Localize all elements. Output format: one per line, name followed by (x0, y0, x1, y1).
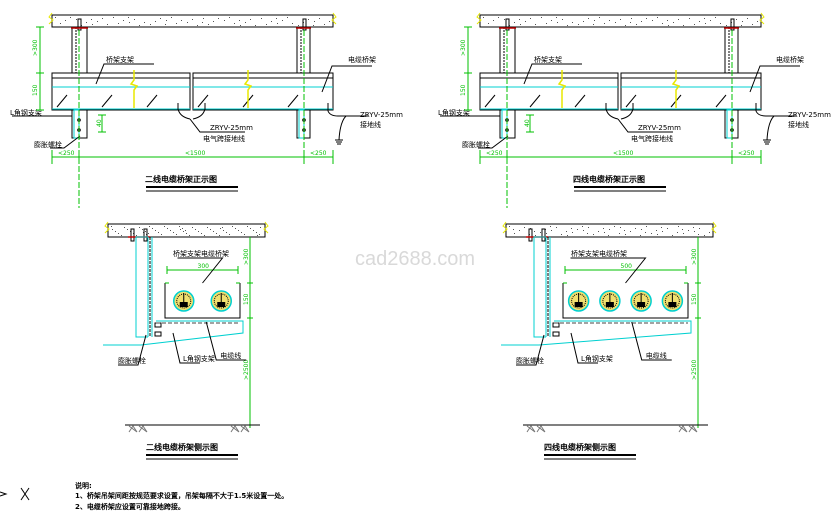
dim-mid: <1500 (613, 150, 633, 157)
bonding-wire (177, 103, 245, 133)
cable-tray-section (501, 282, 692, 346)
watermark: cad2688.com (355, 248, 475, 270)
dim-right: <250 (310, 150, 327, 157)
dim-tray: 150 (243, 293, 250, 305)
dim-left: <250 (486, 150, 503, 157)
view-title: 二线电缆桥架正示图 (145, 174, 217, 184)
label-tray: 电缆桥架 (776, 55, 804, 64)
view-title: 二线电缆桥架侧示图 (146, 442, 218, 452)
ground-spec: ZRYV-25mm (360, 111, 403, 119)
dim-floor: >2500 (243, 360, 250, 380)
concrete-slab (104, 221, 269, 238)
ground-symbol (327, 103, 348, 145)
cable (599, 290, 621, 312)
label-angle: L角钢支架 (581, 354, 613, 363)
ground-label: 接地线 (788, 120, 809, 129)
note-1: 1、桥架吊架间距按规范要求设置，吊架每隔不大于1.5米设置一处。 (75, 491, 288, 500)
dim-height: >300 (32, 39, 39, 56)
label-cover: 桥架支架 (106, 55, 134, 64)
cable-label: 电气跨接地线 (631, 134, 673, 143)
break-mark (557, 70, 567, 108)
dimension-lines (166, 237, 253, 428)
label-tray: 电缆桥架 (348, 55, 376, 64)
cable (173, 290, 195, 312)
dim-tray: 150 (32, 84, 39, 96)
cable-tray (620, 72, 762, 111)
dim-top: >300 (691, 248, 698, 265)
hanger (135, 236, 162, 338)
view-title: 四线电缆桥架侧示图 (544, 442, 616, 452)
cable-label: 电气跨接地线 (203, 134, 245, 143)
label-angle: L角钢支架 (10, 108, 42, 117)
label-angle: L角钢支架 (438, 108, 470, 117)
label-cover: 桥架支架 (534, 55, 562, 64)
ground-spec: ZRYV-25mm (788, 111, 831, 119)
cable (210, 290, 232, 312)
break-mark (671, 70, 681, 108)
bonding-wire (605, 103, 673, 133)
break-mark (243, 70, 253, 108)
dim-floor: >2500 (691, 360, 698, 380)
label-angle: L角钢支架 (183, 354, 215, 363)
dimension-lines (464, 26, 762, 208)
dimension-lines (564, 237, 701, 428)
cable-tray (479, 72, 619, 111)
notes-heading: 说明: (75, 481, 92, 490)
front-view-1: ZRYV-25mm电气跨接地线ZRYV-25mm接地线桥架支架电缆桥架L角钢支架… (10, 12, 403, 208)
ucs-axis-icon (0, 487, 30, 501)
label-tray: 桥架支架电缆桥架 (571, 249, 627, 258)
concrete-slab (476, 12, 765, 28)
notes: 说明: 1、桥架吊架间距按规范要求设置，吊架每隔不大于1.5米设置一处。 2、电… (75, 481, 288, 511)
dim-right: <250 (738, 150, 755, 157)
dim-width: 300 (198, 263, 210, 270)
dim-top: >300 (243, 248, 250, 265)
dim-bracket: 40 (96, 119, 103, 127)
dim-height: >300 (460, 39, 467, 56)
cable-tray (51, 72, 191, 111)
cable-tray-section (103, 282, 244, 346)
front-view-2: ZRYV-25mm电气跨接地线ZRYV-25mm接地线桥架支架电缆桥架L角钢支架… (438, 12, 831, 208)
cable (661, 290, 684, 312)
label-bolt: 膨胀螺栓 (118, 356, 146, 365)
cable (567, 290, 590, 312)
label-bolt: 膨胀螺栓 (34, 140, 62, 149)
dim-tray: 150 (460, 84, 467, 96)
cable-spec: ZRYV-25mm (638, 124, 681, 132)
label-tray: 桥架支架电缆桥架 (173, 249, 229, 258)
hanger (533, 236, 560, 338)
ground-symbol (755, 103, 776, 145)
label-bolt: 膨胀螺栓 (516, 356, 544, 365)
view-title: 四线电缆桥架正示图 (573, 174, 645, 184)
label-cable: 电缆线 (646, 351, 667, 360)
dim-left: <250 (58, 150, 75, 157)
dim-tray: 150 (691, 293, 698, 305)
label-bolt: 膨胀螺栓 (462, 140, 490, 149)
concrete-slab (48, 12, 337, 28)
note-2: 2、电缆桥架应设置可靠接地跨接。 (75, 502, 185, 511)
dim-mid: <1500 (185, 150, 205, 157)
concrete-slab (502, 221, 717, 238)
dim-width: 500 (621, 263, 633, 270)
label-cable: 电缆线 (220, 351, 241, 360)
cable (630, 290, 652, 312)
dim-bracket: 40 (524, 119, 531, 127)
dimension-lines (36, 26, 334, 208)
cable-spec: ZRYV-25mm (210, 124, 253, 132)
ground-label: 接地线 (360, 120, 381, 129)
cable-tray (192, 72, 334, 111)
break-mark (129, 70, 139, 108)
